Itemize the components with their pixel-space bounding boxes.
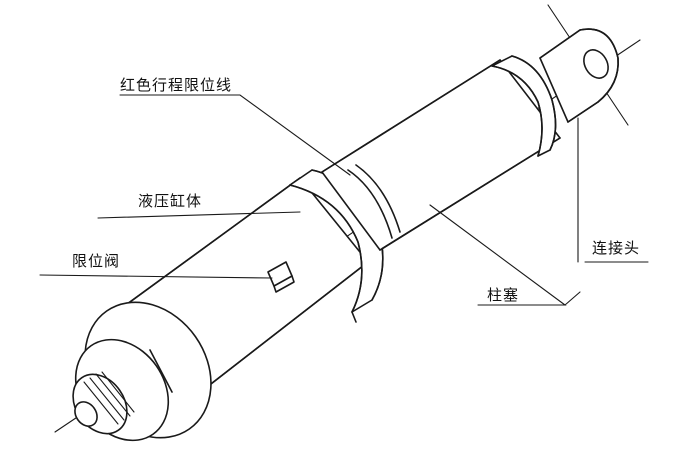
label-stroke-limit-line: 红色行程限位线 xyxy=(120,76,233,94)
label-limit-valve: 限位阀 xyxy=(72,252,121,270)
leader-plunger-2 xyxy=(564,291,581,306)
limit-valve-block xyxy=(267,261,295,293)
leader-limit-valve xyxy=(39,274,273,279)
connector-clevis xyxy=(539,28,619,123)
label-cylinder-body: 液压缸体 xyxy=(138,192,203,210)
label-plunger: 柱塞 xyxy=(487,286,520,304)
plunger-end-ring xyxy=(491,55,557,157)
plunger-rod xyxy=(321,59,561,251)
leader-stroke-limit-line xyxy=(119,94,351,176)
threaded-stud xyxy=(72,371,135,435)
leader-cylinder-body xyxy=(97,211,301,219)
label-connector: 连接头 xyxy=(592,239,641,257)
